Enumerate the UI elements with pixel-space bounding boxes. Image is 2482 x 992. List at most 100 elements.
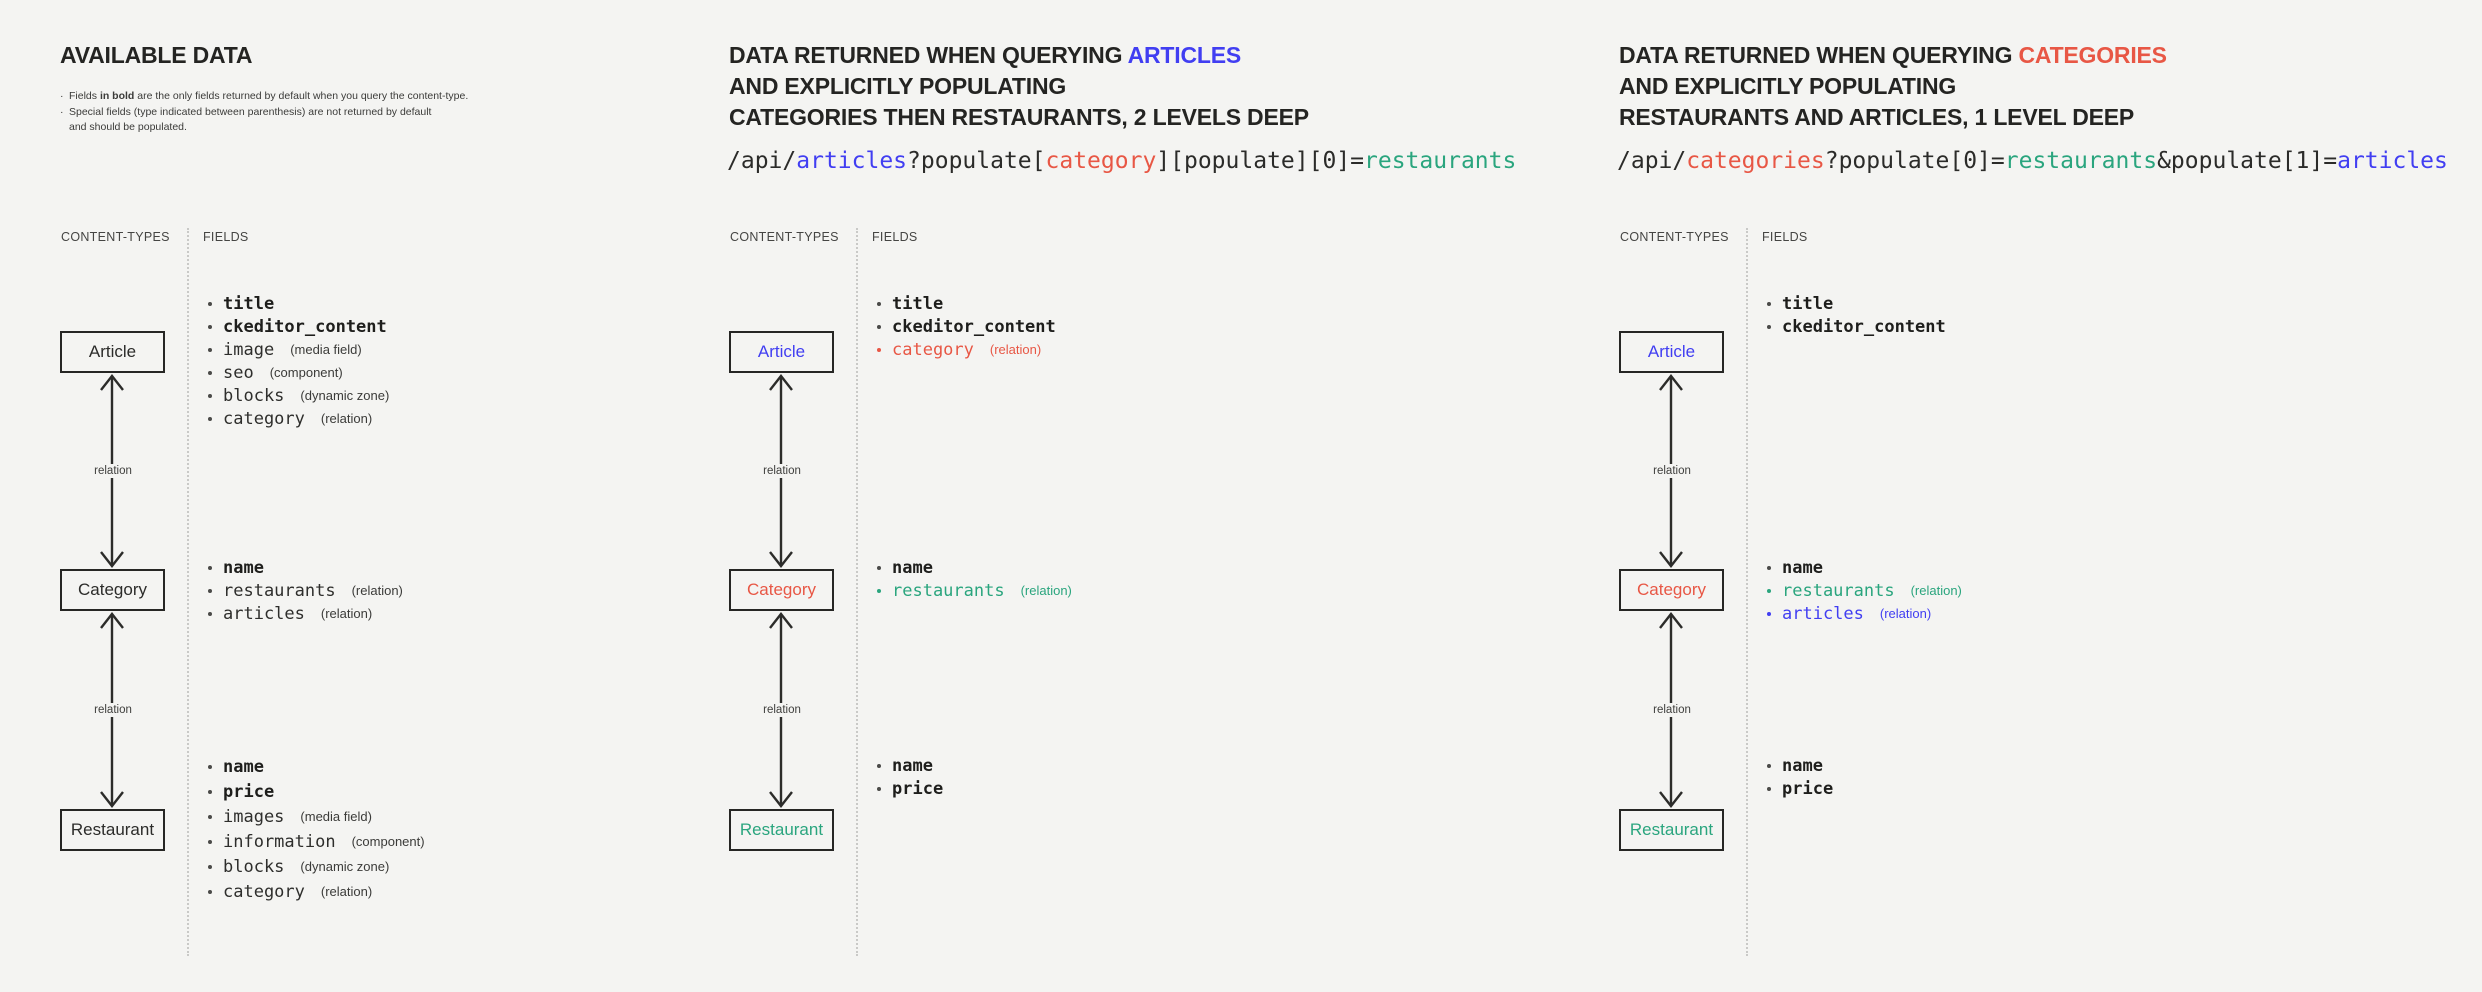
text-segment: are the only fields returned by default … (134, 90, 469, 102)
text-segment: and should be populated. (69, 121, 187, 133)
arrowhead-up-icon (100, 612, 124, 629)
field-item: ckeditor_content (208, 315, 389, 338)
field-name: category (223, 408, 305, 429)
field-type-annotation: (component) (269, 365, 343, 380)
content-type-box-article: Article (729, 331, 834, 373)
text-segment: ][populate][0]= (1156, 148, 1365, 174)
bullet-icon (1767, 786, 1771, 791)
text-segment: /api/ (1617, 148, 1687, 174)
field-name: ckeditor_content (223, 316, 387, 337)
field-name: name (223, 557, 264, 578)
content-type-box-restaurant: Restaurant (729, 809, 834, 851)
box-label: Restaurant (739, 820, 824, 839)
field-name: price (223, 781, 275, 802)
content-type-box-category: Category (729, 569, 834, 611)
field-name: blocks (223, 385, 285, 406)
text-segment: AND EXPLICITLY POPULATING (1619, 73, 1957, 99)
field-item: blocks(dynamic zone) (208, 854, 425, 879)
bullet-icon (208, 864, 212, 869)
field-name: price (1782, 778, 1834, 799)
bullet-icon (208, 416, 212, 421)
field-name: category (223, 881, 305, 902)
field-item: name (1767, 556, 1962, 579)
text-segment: articles (796, 148, 908, 174)
content-types-header: CONTENT-TYPES (1620, 230, 1729, 244)
field-type-annotation: (media field) (300, 809, 372, 824)
bullet-icon (877, 763, 881, 768)
field-item: name (208, 556, 403, 579)
field-name: name (892, 557, 933, 578)
notes-list: ·Fields in bold are the only fields retu… (60, 89, 468, 136)
title-line: AVAILABLE DATA (60, 40, 252, 71)
field-name: name (1782, 557, 1823, 578)
field-item: seo (component) (208, 361, 389, 384)
text-segment: /api/ (727, 148, 797, 174)
text-segment: ?populate[0]= (1824, 148, 2005, 174)
relation-label: relation (1648, 464, 1696, 478)
title-line: RESTAURANTS AND ARTICLES, 1 LEVEL DEEP (1619, 102, 2167, 133)
note-item: and should be populated. (60, 120, 468, 136)
content-type-box-article: Article (1619, 331, 1724, 373)
bullet-icon (208, 814, 212, 819)
column-query-categories: DATA RETURNED WHEN QUERYING CATEGORIES A… (1617, 0, 2462, 992)
field-item: category(relation) (208, 407, 389, 430)
field-type-annotation: (relation) (989, 342, 1042, 357)
arrowhead-down-icon (1659, 551, 1683, 568)
text-segment: categories (1686, 148, 1825, 174)
bullet-icon (208, 611, 212, 616)
field-item: name (1767, 754, 1833, 777)
field-name: images (223, 806, 285, 827)
content-type-box-restaurant: Restaurant (60, 809, 165, 851)
field-item: blocks(dynamic zone) (208, 384, 389, 407)
arrowhead-up-icon (769, 612, 793, 629)
box-label: Article (757, 342, 806, 361)
bullet-icon (208, 565, 212, 570)
text-segment: AND EXPLICITLY POPULATING (729, 73, 1067, 99)
field-item: ckeditor_content (877, 315, 1056, 338)
text-segment: CATEGORIES (2018, 42, 2167, 68)
field-name: ckeditor_content (1782, 316, 1946, 337)
api-query-code: /api/categories?populate[0]=restaurants&… (1617, 147, 2448, 175)
field-name: articles (223, 603, 305, 624)
bullet-icon (1767, 565, 1771, 570)
field-name: name (223, 756, 264, 777)
field-type-annotation: (media field) (290, 342, 362, 357)
text-segment: restaurants (1364, 148, 1517, 174)
text-segment: Special fields (type indicated between p… (69, 105, 432, 118)
field-item: restaurants(relation) (1767, 579, 1962, 602)
field-item: title (208, 292, 389, 315)
box-label: Restaurant (70, 820, 155, 839)
column-title: DATA RETURNED WHEN QUERYING ARTICLES AND… (729, 40, 1309, 133)
arrowhead-down-icon (769, 791, 793, 808)
field-item: price (208, 779, 425, 804)
note-item: ·Fields in bold are the only fields retu… (60, 89, 468, 105)
text-segment: RESTAURANTS AND ARTICLES, 1 LEVEL DEEP (1619, 104, 2135, 130)
bullet-icon (208, 324, 212, 329)
text-segment: AVAILABLE DATA (60, 42, 253, 68)
bullet-icon (1767, 763, 1771, 768)
arrowhead-up-icon (100, 374, 124, 391)
text-segment: CATEGORIES THEN RESTAURANTS, 2 LEVELS DE… (729, 104, 1309, 130)
relation-label: relation (758, 464, 806, 478)
field-name: restaurants (892, 580, 1005, 601)
bullet-icon (208, 588, 212, 593)
column-query-articles: DATA RETURNED WHEN QUERYING ARTICLES AND… (727, 0, 1572, 992)
field-item: articles(relation) (1767, 602, 1962, 625)
bullet-icon (208, 764, 212, 769)
box-label: Category (78, 580, 147, 599)
field-name: price (892, 778, 944, 799)
column-title: AVAILABLE DATA (60, 40, 252, 71)
box-label: Article (88, 342, 137, 361)
field-name: seo (223, 362, 254, 383)
content-types-header: CONTENT-TYPES (730, 230, 839, 244)
field-item: ckeditor_content (1767, 315, 1946, 338)
text-segment: in bold (99, 90, 135, 102)
field-item: title (877, 292, 1056, 315)
field-item: title (1767, 292, 1946, 315)
relation-label: relation (1648, 703, 1696, 717)
